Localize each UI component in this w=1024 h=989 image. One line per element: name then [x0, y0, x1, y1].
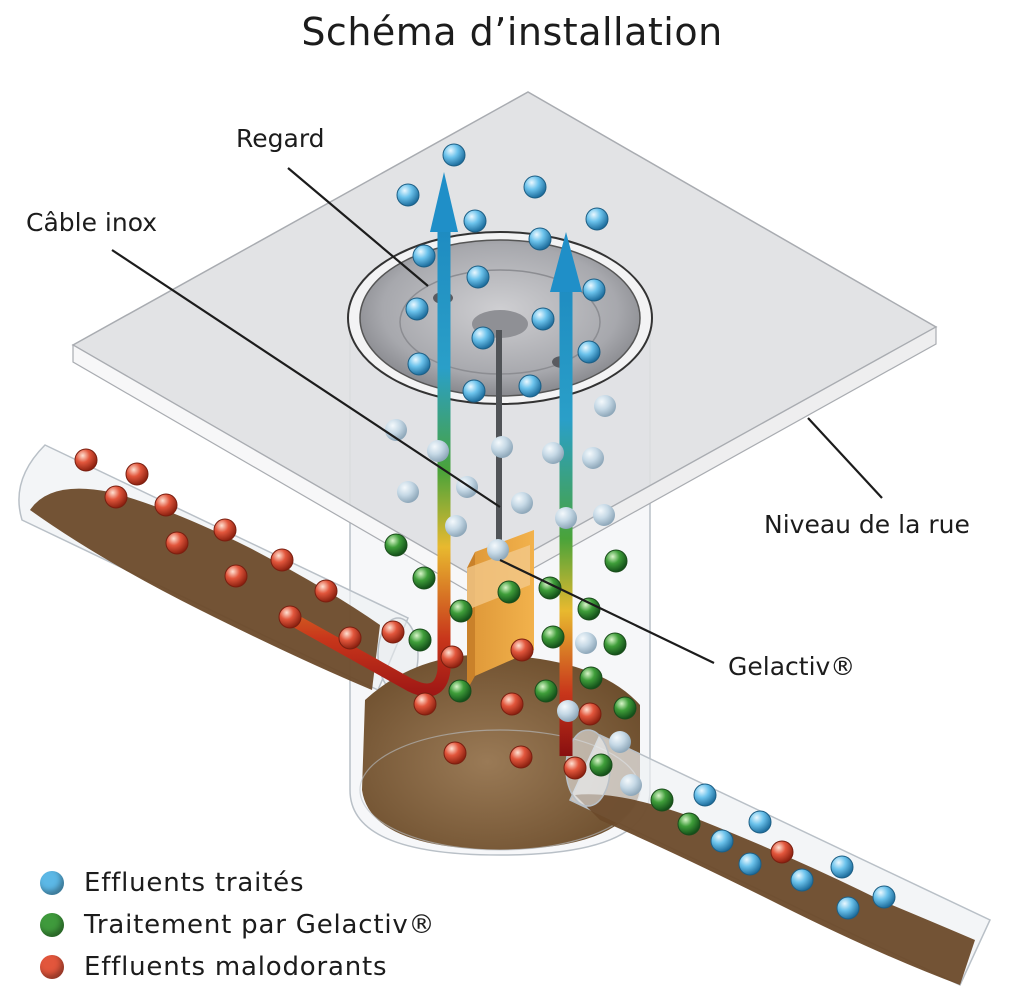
- legend: Effluents traités Traitement par Gelacti…: [40, 862, 435, 988]
- label-regard: Regard: [236, 124, 325, 153]
- leader-street: [807, 417, 883, 499]
- legend-label-treated: Effluents traités: [84, 868, 305, 898]
- label-gelactiv: Gelactiv®: [728, 652, 856, 681]
- inlet-flow-arrow: [286, 230, 451, 697]
- leader-regard: [287, 167, 429, 287]
- legend-label-malodorous: Effluents malodorants: [84, 952, 388, 982]
- legend-label-treatment: Traitement par Gelactiv®: [84, 910, 436, 940]
- red-particles: [74, 448, 794, 864]
- legend-dot-treatment: [40, 913, 64, 937]
- inlet-flow-arrowhead: [430, 172, 458, 232]
- legend-dot-treated: [40, 871, 64, 895]
- diagram-title: Schéma d’installation: [301, 10, 723, 54]
- leader-gelactiv: [499, 559, 715, 664]
- legend-item-treatment: Traitement par Gelactiv®: [40, 904, 435, 946]
- green-particles: [384, 533, 701, 836]
- blue-particles: [396, 143, 896, 920]
- leader-lines: [111, 167, 883, 664]
- outlet-flow-arrowhead: [550, 232, 582, 292]
- leader-cable: [111, 249, 501, 508]
- label-street-level: Niveau de la rue: [764, 510, 970, 539]
- label-stainless-cable: Câble inox: [26, 208, 158, 237]
- faint-particles: [385, 395, 642, 796]
- legend-item-treated: Effluents traités: [40, 862, 435, 904]
- legend-dot-malodorous: [40, 955, 64, 979]
- legend-item-malodorous: Effluents malodorants: [40, 946, 435, 988]
